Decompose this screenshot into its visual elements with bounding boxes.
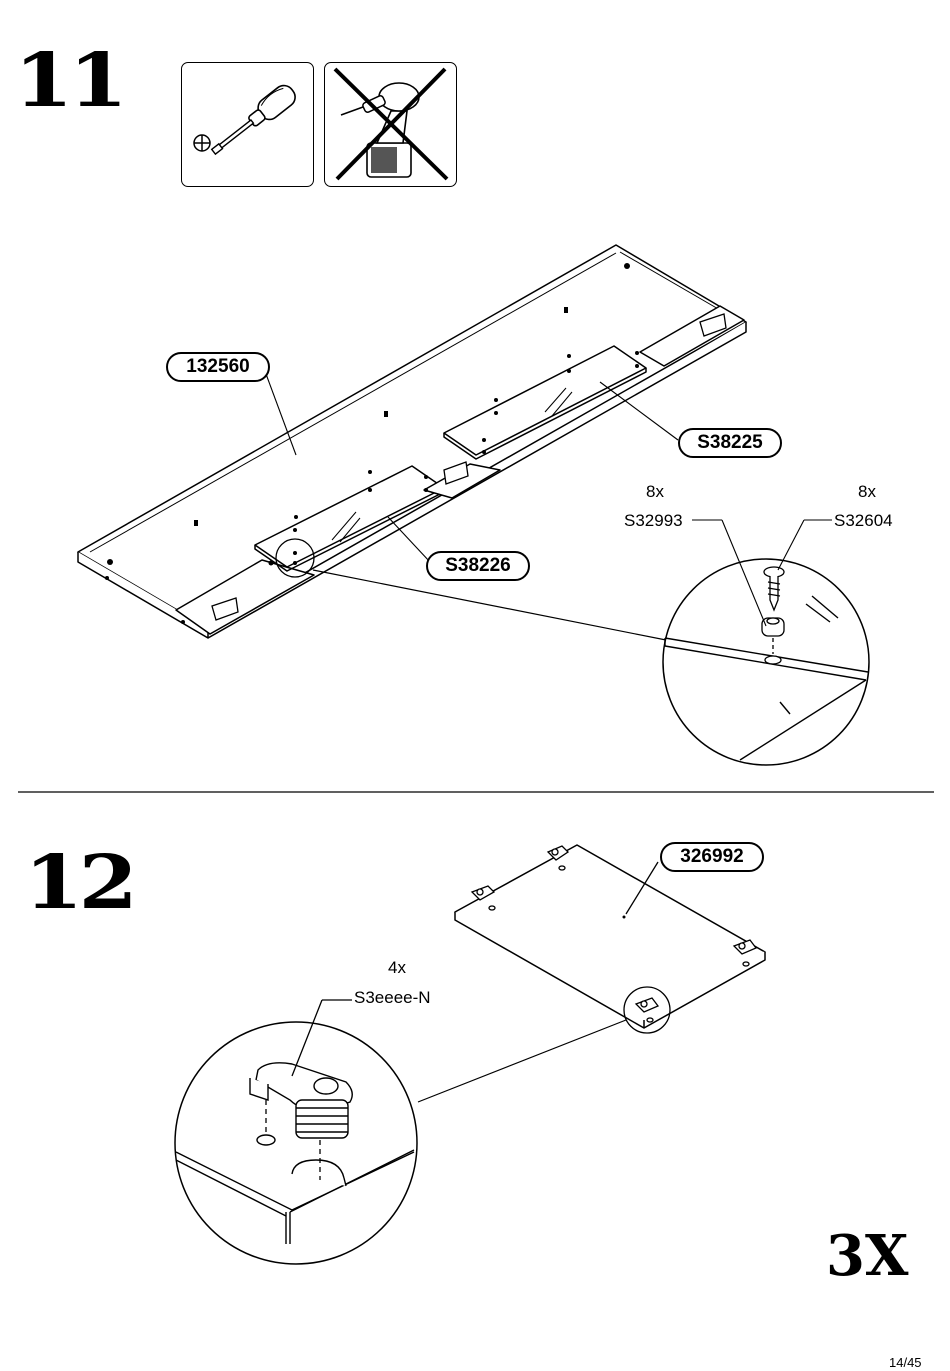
part-label-S38226: S38226 — [426, 551, 530, 581]
fitting-code-S32604: S32604 — [834, 511, 893, 530]
repeat-count: 3X — [826, 1223, 909, 1289]
part-label-132560: 132560 — [166, 352, 270, 382]
fitting-code-S3eeee-N: S3eeee-N — [354, 988, 431, 1007]
fitting-qty-cam: 4x — [388, 958, 406, 977]
part-label-326992: 326992 — [660, 842, 764, 872]
step-11-assembly-drawing — [18, 244, 934, 793]
part-label-S38225: S38225 — [678, 428, 782, 458]
power-drill-tool-box — [324, 62, 457, 187]
step-number-12: 12 — [24, 840, 138, 926]
screwdriver-icon — [193, 84, 296, 156]
step-number-11: 11 — [14, 38, 128, 124]
fitting-qty-1: 8x — [646, 482, 664, 501]
long-panel — [77, 244, 747, 629]
fitting-code-S32993: S32993 — [624, 511, 683, 530]
screwdriver-tool-box — [181, 62, 314, 187]
page-number: 14/45 — [889, 1355, 922, 1370]
power-drill-crossed-icon — [333, 67, 449, 181]
fitting-qty-2: 8x — [858, 482, 876, 501]
